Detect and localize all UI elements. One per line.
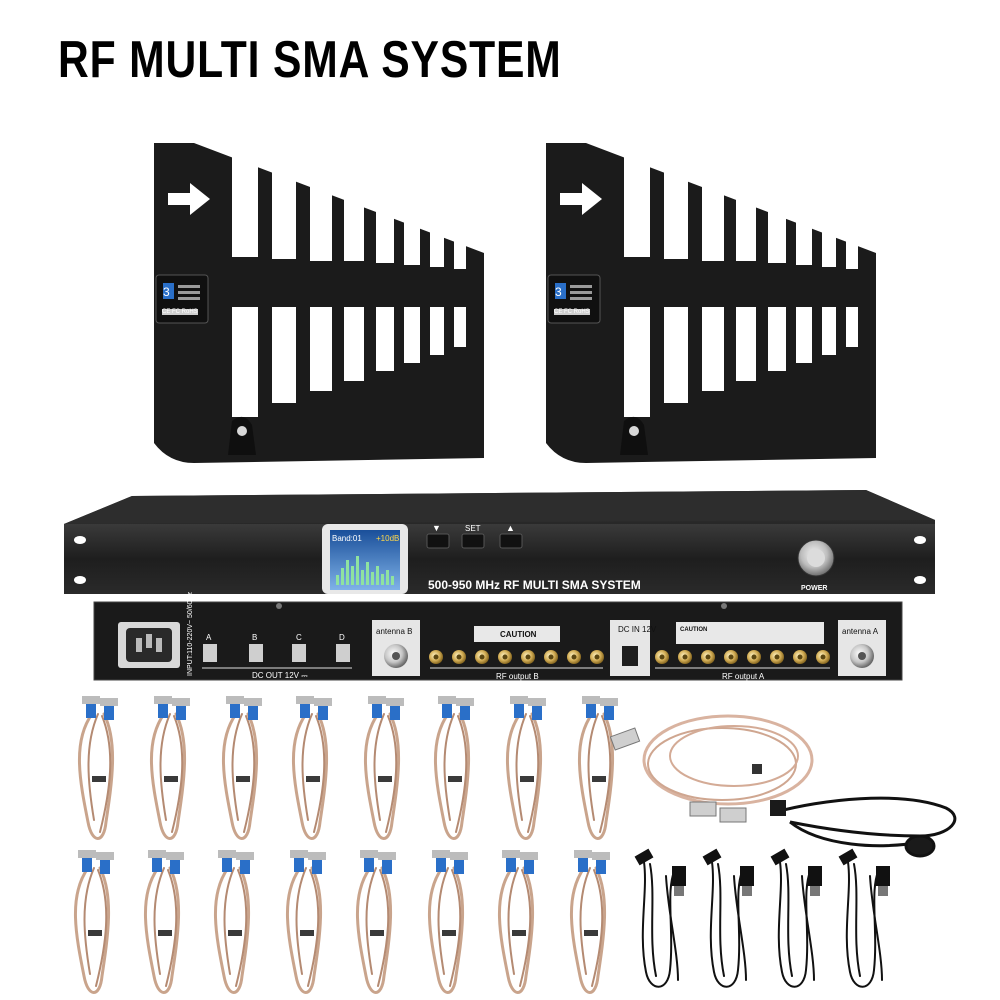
lcd-spectrum	[336, 556, 394, 585]
dc-cables	[633, 847, 891, 988]
set-button[interactable]	[461, 533, 485, 549]
ac-power-cord	[770, 796, 957, 858]
up-button-label: ▲	[506, 523, 515, 533]
caution-label-a	[676, 622, 824, 644]
dc-in-port[interactable]	[622, 646, 638, 666]
dc-out-group	[203, 644, 350, 662]
power-label: POWER	[801, 585, 827, 592]
dc-out-label: DC OUT 12V ⎓	[252, 671, 308, 680]
antenna-left-marks: CE FC RoHS	[162, 309, 198, 315]
model-text: 500-950 MHz RF MULTI SMA SYSTEM	[428, 578, 641, 592]
dc-out-port-c[interactable]	[292, 644, 306, 662]
dc-out-c-label: C	[296, 633, 302, 642]
dc-out-d-label: D	[339, 633, 345, 642]
rf-output-a-label: RF output A	[722, 672, 765, 681]
antenna-b-label: antenna B	[376, 627, 412, 636]
dc-out-port-d[interactable]	[336, 644, 350, 662]
dc-out-port-b[interactable]	[249, 644, 263, 662]
rf-output-b-label: RF output B	[496, 672, 539, 681]
antenna-right	[545, 142, 877, 464]
up-button[interactable]	[499, 533, 523, 549]
power-icon	[807, 549, 825, 567]
input-label: INPUT:110-220V~ 50/60Hz	[187, 591, 194, 676]
caution-label-b	[474, 626, 560, 642]
dc-out-port-a[interactable]	[203, 644, 217, 662]
page-title: RF MULTI SMA SYSTEM	[58, 31, 562, 89]
lcd-band: Band:01	[332, 534, 362, 543]
sma-cables-row-1	[77, 694, 620, 840]
antenna-right-marks: CE FC RoHS	[554, 309, 590, 315]
antenna-left-module-digit: 3	[163, 285, 170, 299]
antenna-right-module-digit: 3	[555, 285, 562, 299]
down-button[interactable]	[426, 533, 450, 549]
down-button-label: ▼	[432, 523, 441, 533]
set-button-label: SET	[465, 524, 481, 533]
antenna-a-label: antenna A	[842, 627, 879, 636]
bnc-coax-cable	[609, 714, 814, 823]
dc-in-label: DC IN 12V	[618, 625, 657, 634]
dc-out-b-label: B	[252, 633, 257, 642]
caution-text-b: CAUTION	[500, 630, 537, 639]
antenna-left	[153, 142, 485, 464]
caution-text-a: CAUTION	[680, 627, 707, 633]
dc-out-a-label: A	[206, 633, 212, 642]
sma-cables-row-2	[73, 848, 612, 994]
lcd-gain: +10dB	[376, 534, 399, 543]
